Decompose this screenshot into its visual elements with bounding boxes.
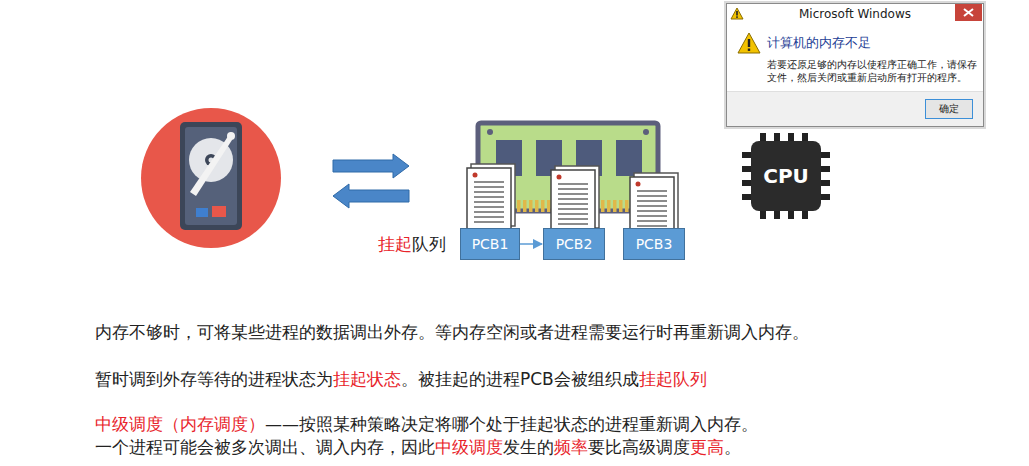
transfer-arrows: [333, 154, 409, 208]
text-line: 一个进程可能会被多次调出、调入内存，因此中级调度发生的频率要比高级调度更高。: [95, 436, 741, 459]
node-text: CPU: [763, 163, 809, 190]
note-text: 一个进程可能会被多次调出、调入内存，因此: [95, 437, 435, 457]
text-line: 内存不够时，可将某些进程的数据调出外存。等内存空闲或者进程需要运行时再重新调入内…: [95, 321, 809, 344]
node-text: 若要还原足够的内存以使程序正确工作，请保存文件，然后关闭或重新启动所有打开的程序…: [767, 59, 977, 85]
node-text: PCB3: [636, 235, 673, 254]
dialog-window: Microsoft Windows 计算机的内存不足若要还原足够的内存以使程序正确…: [726, 3, 984, 127]
note-text: 要比高级调度: [588, 437, 690, 457]
note-text: 。被挂起的进程PCB会被组织成: [401, 369, 639, 389]
document-icon: [551, 166, 599, 232]
node-text: Microsoft Windows: [727, 6, 983, 22]
text-line: 中级调度（内存调度）——按照某种策略决定将哪个处于挂起状态的进程重新调入内存。: [95, 413, 758, 436]
dialog-button: 确定: [925, 99, 973, 119]
note-text: 挂起: [378, 234, 412, 254]
note-text: 内存不够时，可将某些进程的数据调出外存。等内存空闲或者进程需要运行时再重新调入内…: [95, 322, 809, 342]
pcb-box: PCB3: [623, 228, 685, 260]
node-text: PCB2: [556, 235, 593, 254]
note-text: 暂时调到外存等待的进程状态为: [95, 369, 333, 389]
pcb-box: PCB2: [543, 228, 605, 260]
node-text: PCB1: [472, 235, 509, 254]
document-icon: [467, 164, 515, 230]
note-text: 。: [724, 437, 741, 457]
note-text: 中级调度: [435, 437, 503, 457]
cpu-pins: [742, 133, 830, 219]
queue-arrow: [520, 243, 542, 245]
pcb-box: PCB1: [460, 228, 520, 260]
note-text: 队列: [412, 234, 446, 254]
note-text: 挂起状态: [333, 369, 401, 389]
note-text: 挂起队列: [639, 369, 707, 389]
note-text: 中级调度（内存调度）: [95, 414, 265, 434]
hard-drive-icon: [141, 108, 281, 248]
note-text: 频率: [554, 437, 588, 457]
note-text: ——按照某种策略决定将哪个处于挂起状态的进程重新调入内存。: [265, 414, 758, 434]
node-text: 确定: [939, 102, 959, 116]
node-text: 计算机的内存不足: [767, 34, 977, 52]
cpu-chip: CPU: [751, 141, 821, 211]
note-text: 更高: [690, 437, 724, 457]
note-text: 发生的: [503, 437, 554, 457]
text-line: 暂时调到外存等待的进程状态为挂起状态。被挂起的进程PCB会被组织成挂起队列: [95, 368, 707, 391]
text-line: 挂起队列: [378, 233, 446, 256]
